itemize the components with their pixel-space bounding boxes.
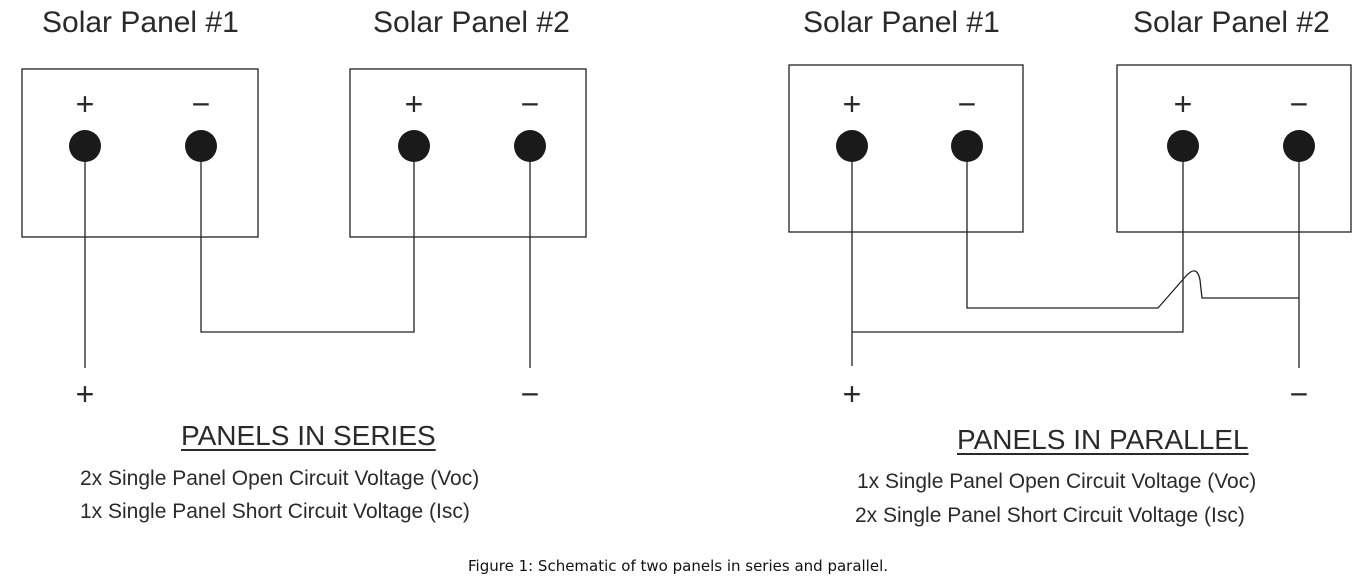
series-p1-minus-mark: −	[192, 86, 211, 122]
series-desc-line2: 1x Single Panel Short Circuit Voltage (I…	[80, 500, 470, 523]
series-output-minus: −	[521, 376, 540, 412]
parallel-desc-line1: 1x Single Panel Open Circuit Voltage (Vo…	[857, 470, 1257, 493]
parallel-panel1-box	[788, 64, 1024, 233]
series-panel2-box	[349, 68, 587, 238]
series-link-wire	[200, 146, 415, 333]
series-panel2-title: Solar Panel #2	[373, 6, 570, 39]
parallel-heading: PANELS IN PARALLEL	[957, 424, 1249, 455]
parallel-negative-bus	[966, 146, 1299, 309]
parallel-p1-negative-terminal	[951, 130, 983, 162]
parallel-p2-minus-mark: −	[1290, 86, 1309, 122]
parallel-positive-bus	[852, 146, 1184, 333]
parallel-p2-positive-terminal	[1167, 130, 1199, 162]
series-panel1-title: Solar Panel #1	[42, 6, 239, 39]
series-output-plus: +	[76, 376, 95, 412]
series-panel1-box	[21, 68, 259, 238]
parallel-p2-plus-mark: +	[1174, 86, 1193, 122]
series-p1-negative-terminal	[185, 130, 217, 162]
figure-caption: Figure 1: Schematic of two panels in ser…	[468, 557, 889, 575]
parallel-output-plus: +	[843, 376, 862, 412]
parallel-panel2-title: Solar Panel #2	[1133, 6, 1330, 39]
series-heading: PANELS IN SERIES	[181, 420, 436, 451]
parallel-panel1-title: Solar Panel #1	[803, 6, 1000, 39]
series-p1-positive-terminal	[69, 130, 101, 162]
parallel-p1-plus-mark: +	[843, 86, 862, 122]
series-p2-plus-mark: +	[405, 86, 424, 122]
parallel-desc-line2: 2x Single Panel Short Circuit Voltage (I…	[855, 504, 1245, 527]
series-p1-plus-mark: +	[76, 86, 95, 122]
parallel-panel2-box	[1116, 64, 1352, 233]
parallel-output-minus: −	[1290, 376, 1309, 412]
series-p2-minus-mark: −	[521, 86, 540, 122]
series-desc-line1: 2x Single Panel Open Circuit Voltage (Vo…	[80, 467, 480, 490]
series-p2-negative-terminal	[514, 130, 546, 162]
parallel-p1-positive-terminal	[836, 130, 868, 162]
parallel-p2-negative-terminal	[1283, 130, 1315, 162]
parallel-p1-minus-mark: −	[958, 86, 977, 122]
series-p2-positive-terminal	[398, 130, 430, 162]
